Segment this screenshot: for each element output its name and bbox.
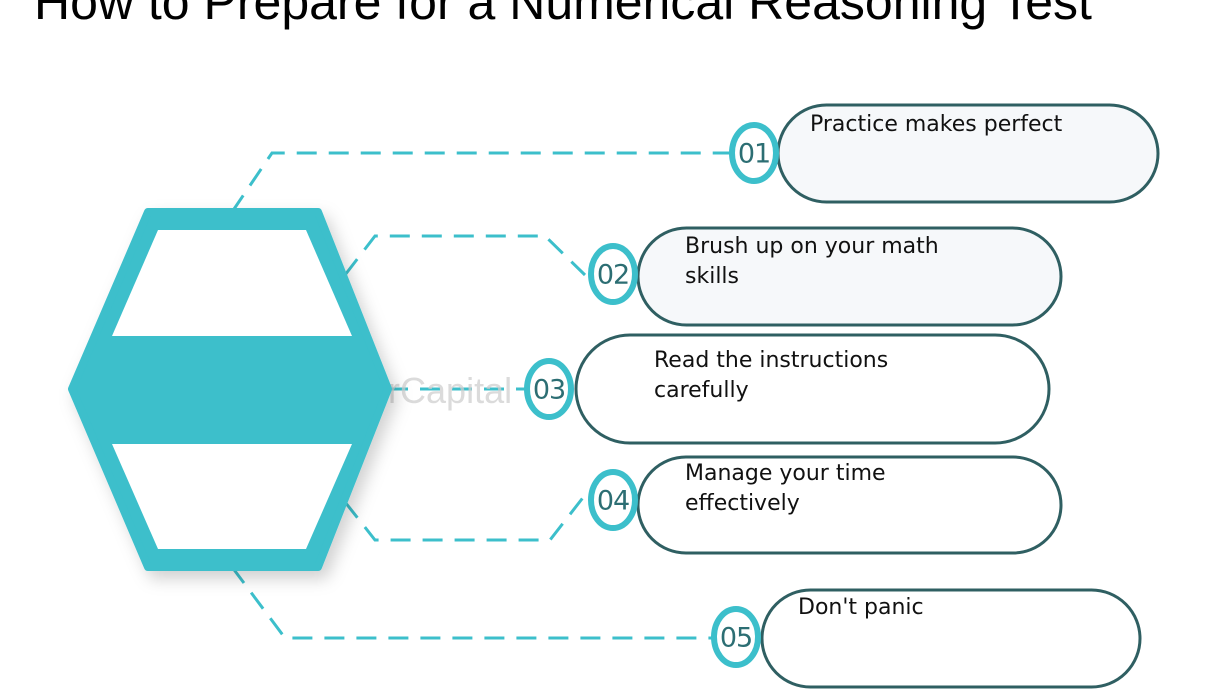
step-05-text: Don't panic xyxy=(798,595,924,620)
step-01-text: Practice makes perfect xyxy=(810,112,1063,137)
step-box-05 xyxy=(760,588,1142,689)
badge-04: 04 xyxy=(588,469,638,531)
badge-04-number: 04 xyxy=(597,486,629,517)
connector-02 xyxy=(343,234,587,277)
badge-01: 01 xyxy=(729,122,779,184)
badge-05-number: 05 xyxy=(720,623,752,654)
step-03-text: Read the instructions carefully xyxy=(654,348,889,403)
hexagon-upper-panel xyxy=(112,230,352,336)
step-box-03 xyxy=(574,333,1051,445)
step-box-04 xyxy=(636,455,1063,555)
number-badges: 01 02 03 04 05 xyxy=(524,122,779,668)
badge-05: 05 xyxy=(711,606,761,668)
connector-lines xyxy=(230,151,730,640)
step-02-text: Brush up on your math skills xyxy=(685,234,939,289)
step-boxes xyxy=(574,103,1160,689)
hexagon-graphic xyxy=(68,208,392,571)
step-04-text: Manage your time effectively xyxy=(685,461,886,516)
badge-03-number: 03 xyxy=(533,375,565,406)
page-title: How to Prepare for a Numerical Reasoning… xyxy=(34,0,1092,30)
badge-03: 03 xyxy=(524,358,574,420)
badge-02: 02 xyxy=(588,243,638,305)
connector-01 xyxy=(230,151,730,213)
connector-04 xyxy=(343,494,587,542)
step-box-02 xyxy=(636,226,1063,327)
badge-01-number: 01 xyxy=(738,139,770,170)
hexagon-lower-panel xyxy=(112,444,352,549)
badge-02-number: 02 xyxy=(597,260,629,291)
connector-05 xyxy=(230,566,712,640)
